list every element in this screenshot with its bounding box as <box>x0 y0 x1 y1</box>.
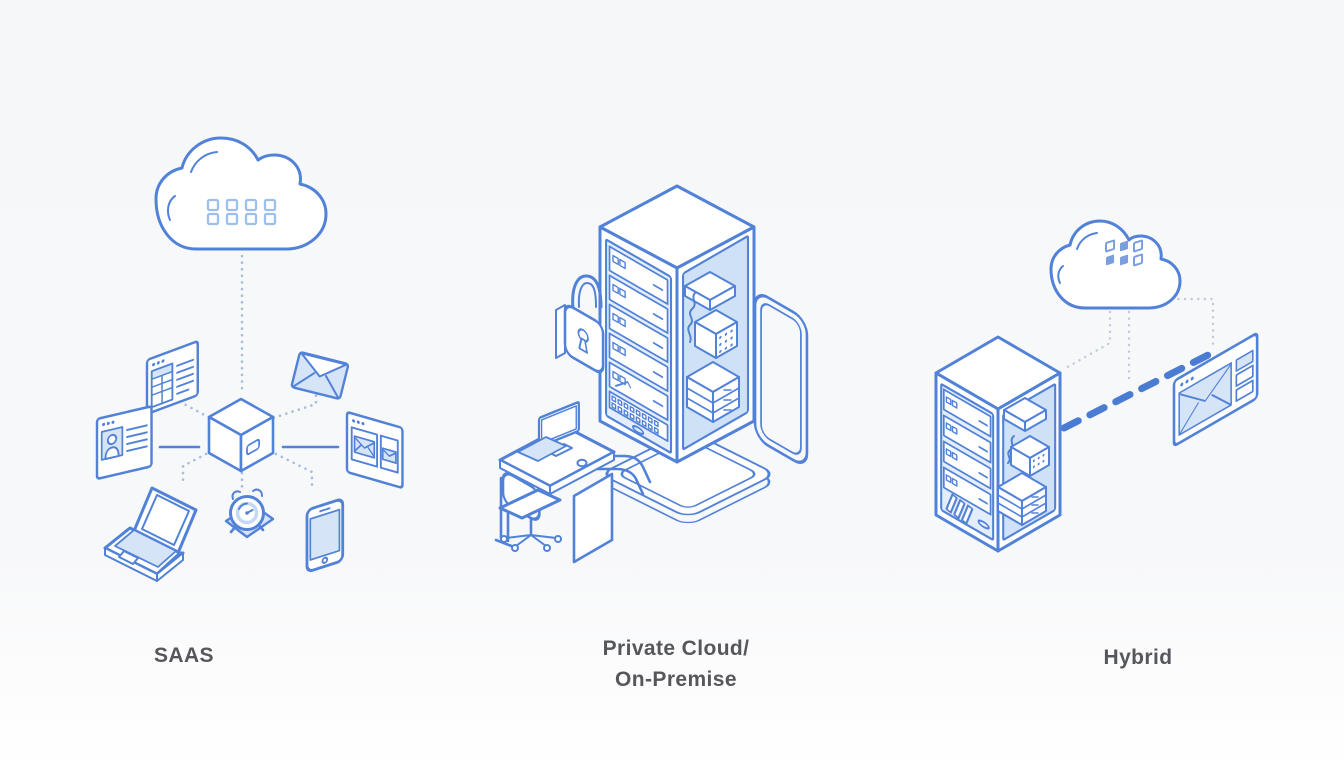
cloud-icon <box>1049 219 1182 310</box>
server-unit <box>608 245 669 306</box>
server-unit <box>608 361 669 422</box>
padlock-icon <box>555 274 605 374</box>
cloud-grid-icon <box>206 198 277 226</box>
envelope-icon <box>290 351 350 400</box>
mail-window-icon <box>345 411 404 489</box>
server-unit <box>942 440 992 490</box>
laptop-icon <box>103 486 198 582</box>
glass-door-icon <box>753 294 809 464</box>
hybrid-illustration <box>934 219 1259 553</box>
server-unit <box>942 414 992 464</box>
cable-path <box>583 454 652 496</box>
rack-equipment <box>684 271 740 423</box>
server-unit <box>608 332 669 393</box>
private-cloud-label-line2: On-Premise <box>615 668 737 691</box>
rack-equipment <box>997 397 1050 526</box>
server-rack-icon <box>598 184 756 464</box>
desk-icon <box>494 401 616 564</box>
dashed-link <box>1060 348 1218 432</box>
cable-cards <box>945 493 974 525</box>
smartphone-icon <box>305 498 345 573</box>
private-cloud-illustration <box>494 184 809 564</box>
mail-window-icon <box>1172 332 1259 447</box>
saas-label: SAAS <box>154 644 214 667</box>
app-cube-icon <box>207 397 275 473</box>
table-window-icon <box>145 340 199 415</box>
floor-ring-icon <box>605 432 771 524</box>
server-unit <box>608 274 669 335</box>
server-rack-icon <box>934 335 1062 553</box>
cloud-icon <box>154 136 328 251</box>
cloud-grid-icon <box>1105 239 1144 267</box>
private-cloud-label: Private Cloud/ On-Premise <box>603 633 750 695</box>
server-unit <box>608 303 669 364</box>
rack-front-panel <box>940 383 995 541</box>
server-unit <box>942 388 992 438</box>
profile-card-icon <box>95 405 153 480</box>
office-chair-icon <box>498 472 562 552</box>
hybrid-label: Hybrid <box>1103 646 1173 669</box>
private-cloud-label-line1: Private Cloud/ <box>602 637 750 660</box>
patch-panel <box>608 390 669 443</box>
saas-illustration <box>95 136 404 582</box>
mouse-icon <box>576 458 588 468</box>
rack-front-panel <box>605 238 673 454</box>
alarm-clock-icon <box>224 488 275 539</box>
keyboard-icon <box>517 436 567 462</box>
server-unit <box>942 466 992 516</box>
